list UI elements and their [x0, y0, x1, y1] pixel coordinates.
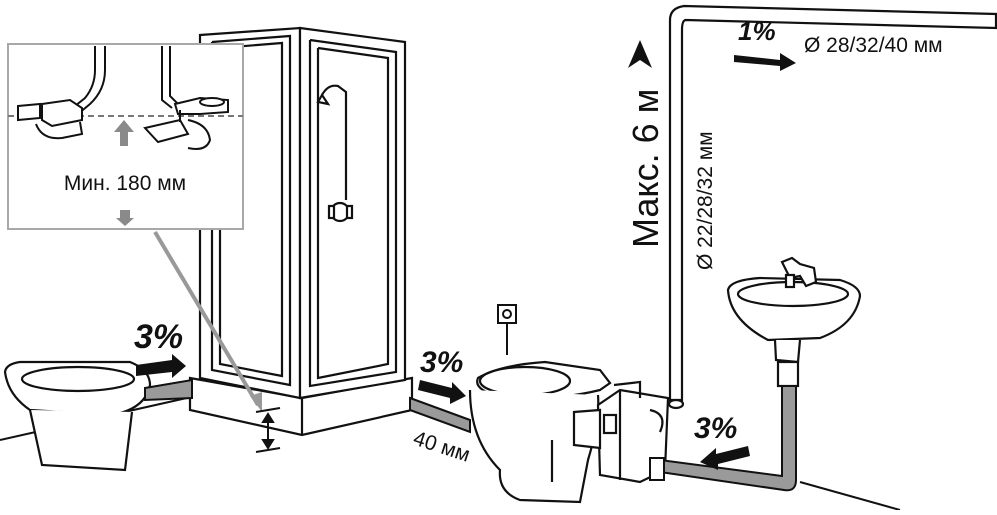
vertical-discharge-pipe: [667, 4, 997, 410]
inset-detail: Мин. 180 мм: [7, 43, 244, 230]
washbasin: [726, 276, 862, 388]
horizontal-pipe-diameter-label: Ø 28/32/40 мм: [804, 34, 943, 57]
center-toilet: [468, 360, 612, 504]
slope-label-center: 3%: [420, 346, 463, 379]
slope-arrow-sink: [700, 446, 750, 470]
slope-label-top: 1%: [738, 16, 776, 46]
slope-label-left: 3%: [134, 318, 183, 356]
slope-arrow-center: [418, 380, 466, 404]
pipe-40-label: 40 мм: [410, 427, 472, 467]
left-toilet-pipe: [144, 378, 193, 402]
min-height-label: Мин. 180 мм: [64, 172, 186, 195]
callout-line: [153, 230, 260, 407]
faucet-icon: [780, 256, 818, 289]
max-height-label: Макс. 6 м: [625, 89, 666, 248]
slope-arrow-top: [734, 53, 796, 71]
left-toilet: [3, 360, 152, 472]
max-height-arrow: [628, 40, 652, 68]
sink-drain-pipe: [649, 385, 797, 492]
callout-arrowhead: [250, 392, 262, 412]
center-toilet-pipe: [409, 396, 471, 434]
slope-label-sink: 3%: [694, 412, 737, 445]
height-dimension-marker: [255, 407, 281, 453]
vertical-pipe-diameter-label: Ø 22/28/32 мм: [694, 131, 717, 270]
electrical-socket-icon: [497, 304, 517, 355]
shower-head-icon: [316, 84, 354, 223]
slope-arrow-left: [136, 354, 186, 378]
